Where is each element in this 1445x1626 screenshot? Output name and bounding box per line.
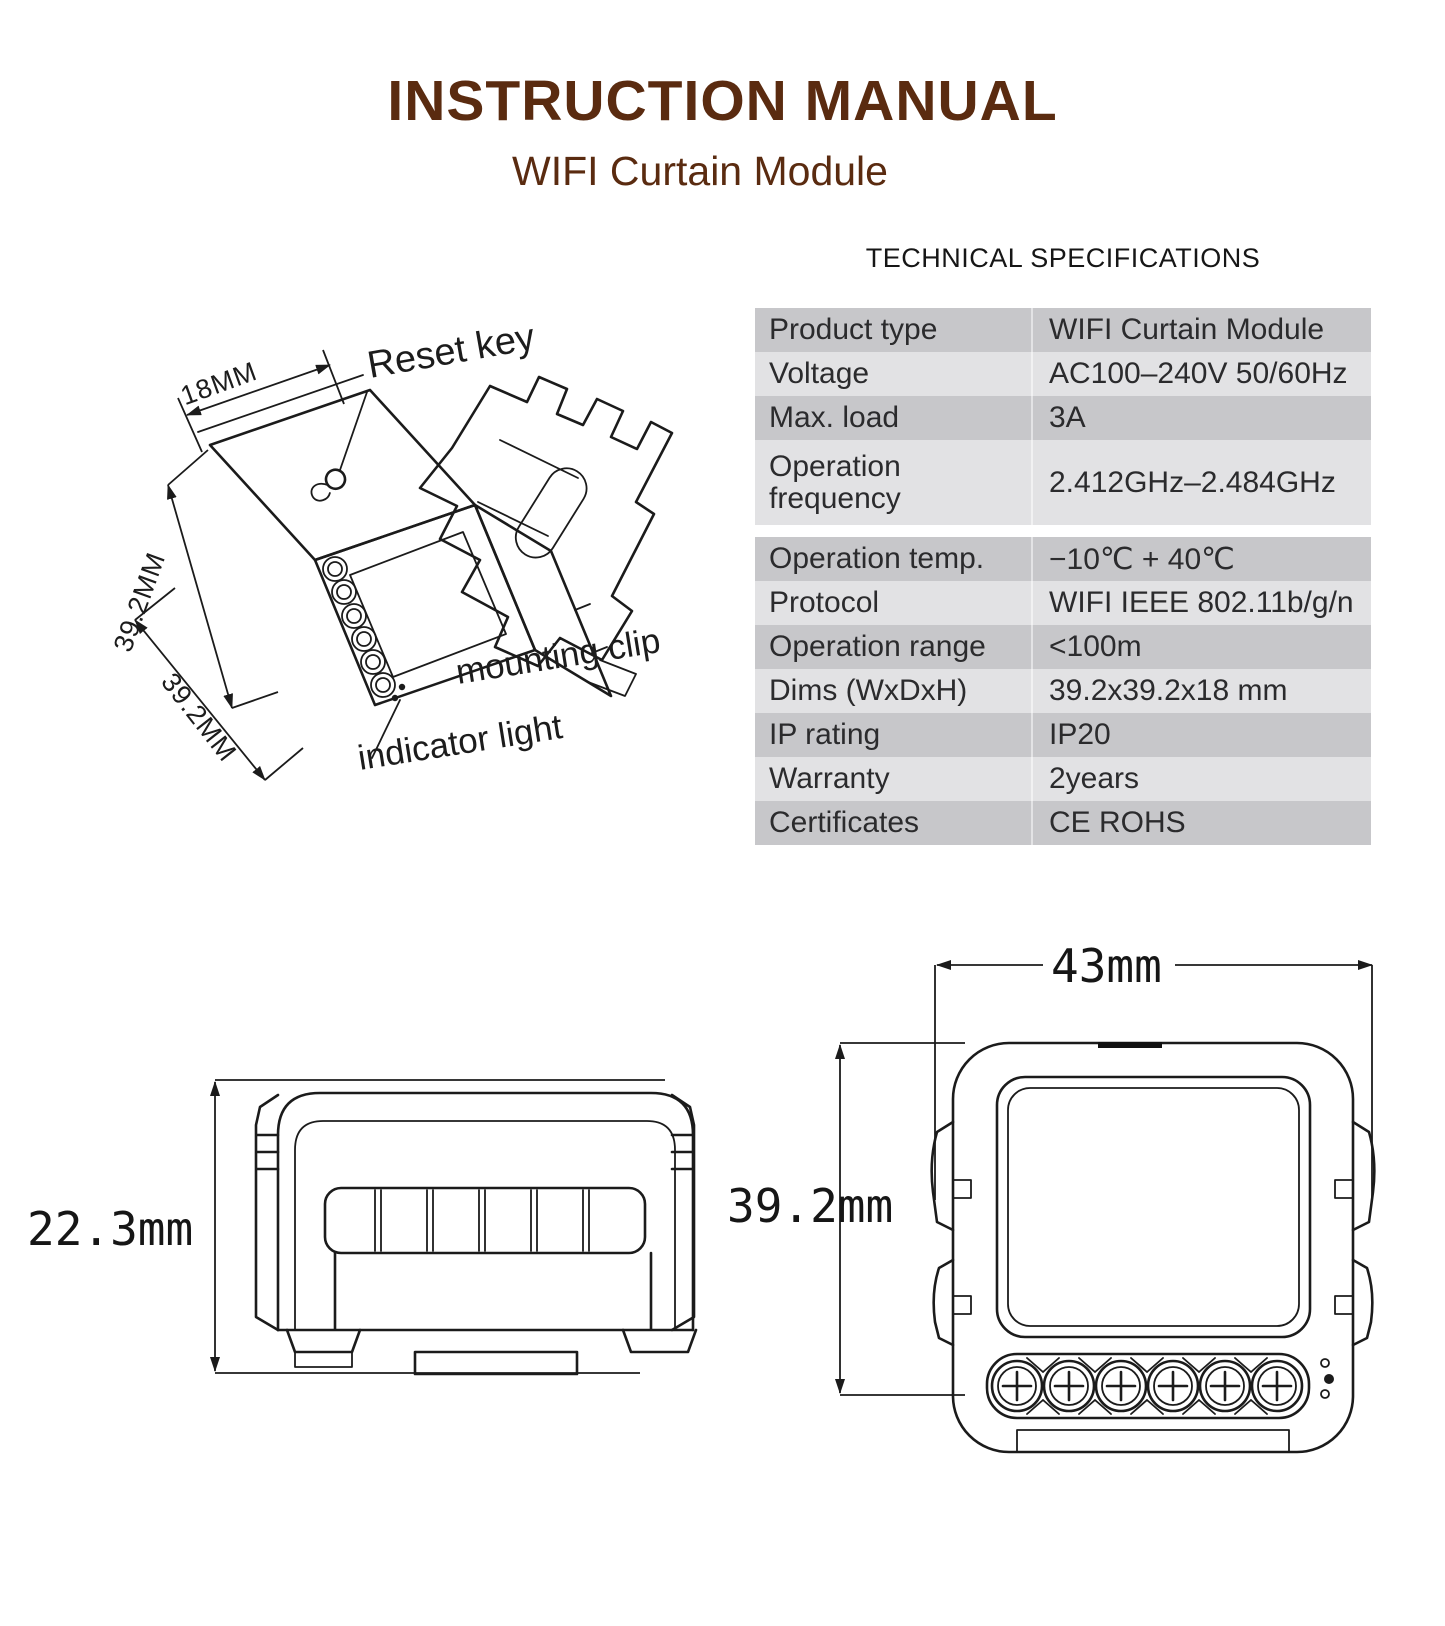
dim-width-label: 39.2MM (155, 667, 242, 767)
spec-label: Voltage (769, 357, 870, 391)
spec-table: Product type WIFI Curtain Module Voltage A… (755, 308, 1371, 845)
terminal-screw (1094, 1359, 1148, 1413)
dim-front-height-label: 39.2mm (727, 1179, 893, 1233)
side-dimension: 22.3mm (27, 1079, 665, 1374)
spec-value: WIFI Curtain Module (1031, 308, 1371, 352)
spec-label: Warranty (769, 762, 890, 796)
spec-label: Product type (769, 313, 938, 347)
spec-value: AC100–240V 50/60Hz (1031, 352, 1371, 396)
spec-label: Certificates (769, 806, 920, 840)
spec-label: IP rating (769, 718, 881, 752)
front-view-drawing: 43mm 39.2mm (727, 939, 1376, 1454)
spec-value: <100m (1031, 625, 1371, 669)
side-clip-right (1334, 1120, 1376, 1347)
terminal-screws (322, 556, 396, 698)
spec-value: 3A (1031, 396, 1371, 440)
dim-height-label: 39.2MM (108, 548, 172, 656)
spec-row-operation-temp: Operation temp. −10℃ + 40℃ (755, 537, 1371, 581)
terminal-screw (1250, 1359, 1304, 1413)
page-title: INSTRUCTION MANUAL (387, 69, 1058, 133)
mounting-clip (418, 375, 674, 697)
spec-value: 2.412GHz–2.484GHz (1031, 440, 1371, 525)
spec-row-voltage: Voltage AC100–240V 50/60Hz (755, 352, 1371, 396)
front-indicator-dots (1320, 1358, 1334, 1399)
page-subtitle: WIFI Curtain Module (512, 148, 888, 194)
spec-value: −10℃ + 40℃ (1031, 537, 1371, 581)
reset-key-icon (310, 468, 347, 502)
spec-row-certificates: Certificates CE ROHS (755, 801, 1371, 845)
spec-row-ip-rating: IP rating IP20 (755, 713, 1371, 757)
reset-key-label: Reset key (364, 316, 538, 387)
dim-side-height-label: 22.3mm (27, 1202, 193, 1256)
front-width-dimension: 43mm (934, 939, 1373, 1200)
spec-row-max-load: Max. load 3A (755, 396, 1371, 440)
front-body (930, 1041, 1376, 1454)
spec-value: IP20 (1031, 713, 1371, 757)
iso-labels: Reset key mounting clip indicator light (339, 316, 663, 778)
spec-value: 39.2x39.2x18 mm (1031, 669, 1371, 713)
spec-label: Operation frequency (769, 449, 901, 515)
terminal-screw (1042, 1359, 1096, 1413)
spec-value: WIFI IEEE 802.11b/g/n (1031, 581, 1371, 625)
terminal-block (985, 1352, 1311, 1420)
spec-row-operation-frequency: Operation frequency 2.412GHz–2.484GHz (755, 440, 1371, 525)
isometric-drawing: 18MM 39.2MM 39.2MM Reset key mounting cl… (108, 316, 674, 781)
iso-dimensions: 18MM 39.2MM 39.2MM (108, 349, 345, 781)
spec-label: Dims (WxDxH) (769, 674, 968, 708)
terminal-screw (1146, 1359, 1200, 1413)
indicator-light-dots (391, 683, 406, 702)
side-clip-left (930, 1120, 972, 1347)
spec-row-warranty: Warranty 2years (755, 757, 1371, 801)
dim-depth-label: 18MM (177, 356, 262, 411)
front-height-dimension: 39.2mm (727, 1042, 965, 1396)
spec-row-product-type: Product type WIFI Curtain Module (755, 308, 1371, 352)
terminal-screw (990, 1359, 1044, 1413)
spec-label: Max. load (769, 401, 900, 435)
spec-value: 2years (1031, 757, 1371, 801)
spec-row-dims: Dims (WxDxH) 39.2x39.2x18 mm (755, 669, 1371, 713)
spec-row-protocol: Protocol WIFI IEEE 802.11b/g/n (755, 581, 1371, 625)
spec-label: Operation temp. (769, 542, 985, 576)
spec-row-operation-range: Operation range <100m (755, 625, 1371, 669)
side-body (254, 1091, 698, 1376)
spec-label: Protocol (769, 586, 880, 620)
terminal-screw (1198, 1359, 1252, 1413)
spec-label: Operation range (769, 630, 986, 664)
dim-front-width-label: 43mm (1051, 939, 1162, 993)
indicator-light-label: indicator light (355, 707, 565, 778)
module-body (197, 374, 613, 707)
side-view-drawing: 22.3mm (27, 1079, 698, 1376)
specs-heading: TECHNICAL SPECIFICATIONS (865, 243, 1261, 273)
spec-value: CE ROHS (1031, 801, 1371, 845)
